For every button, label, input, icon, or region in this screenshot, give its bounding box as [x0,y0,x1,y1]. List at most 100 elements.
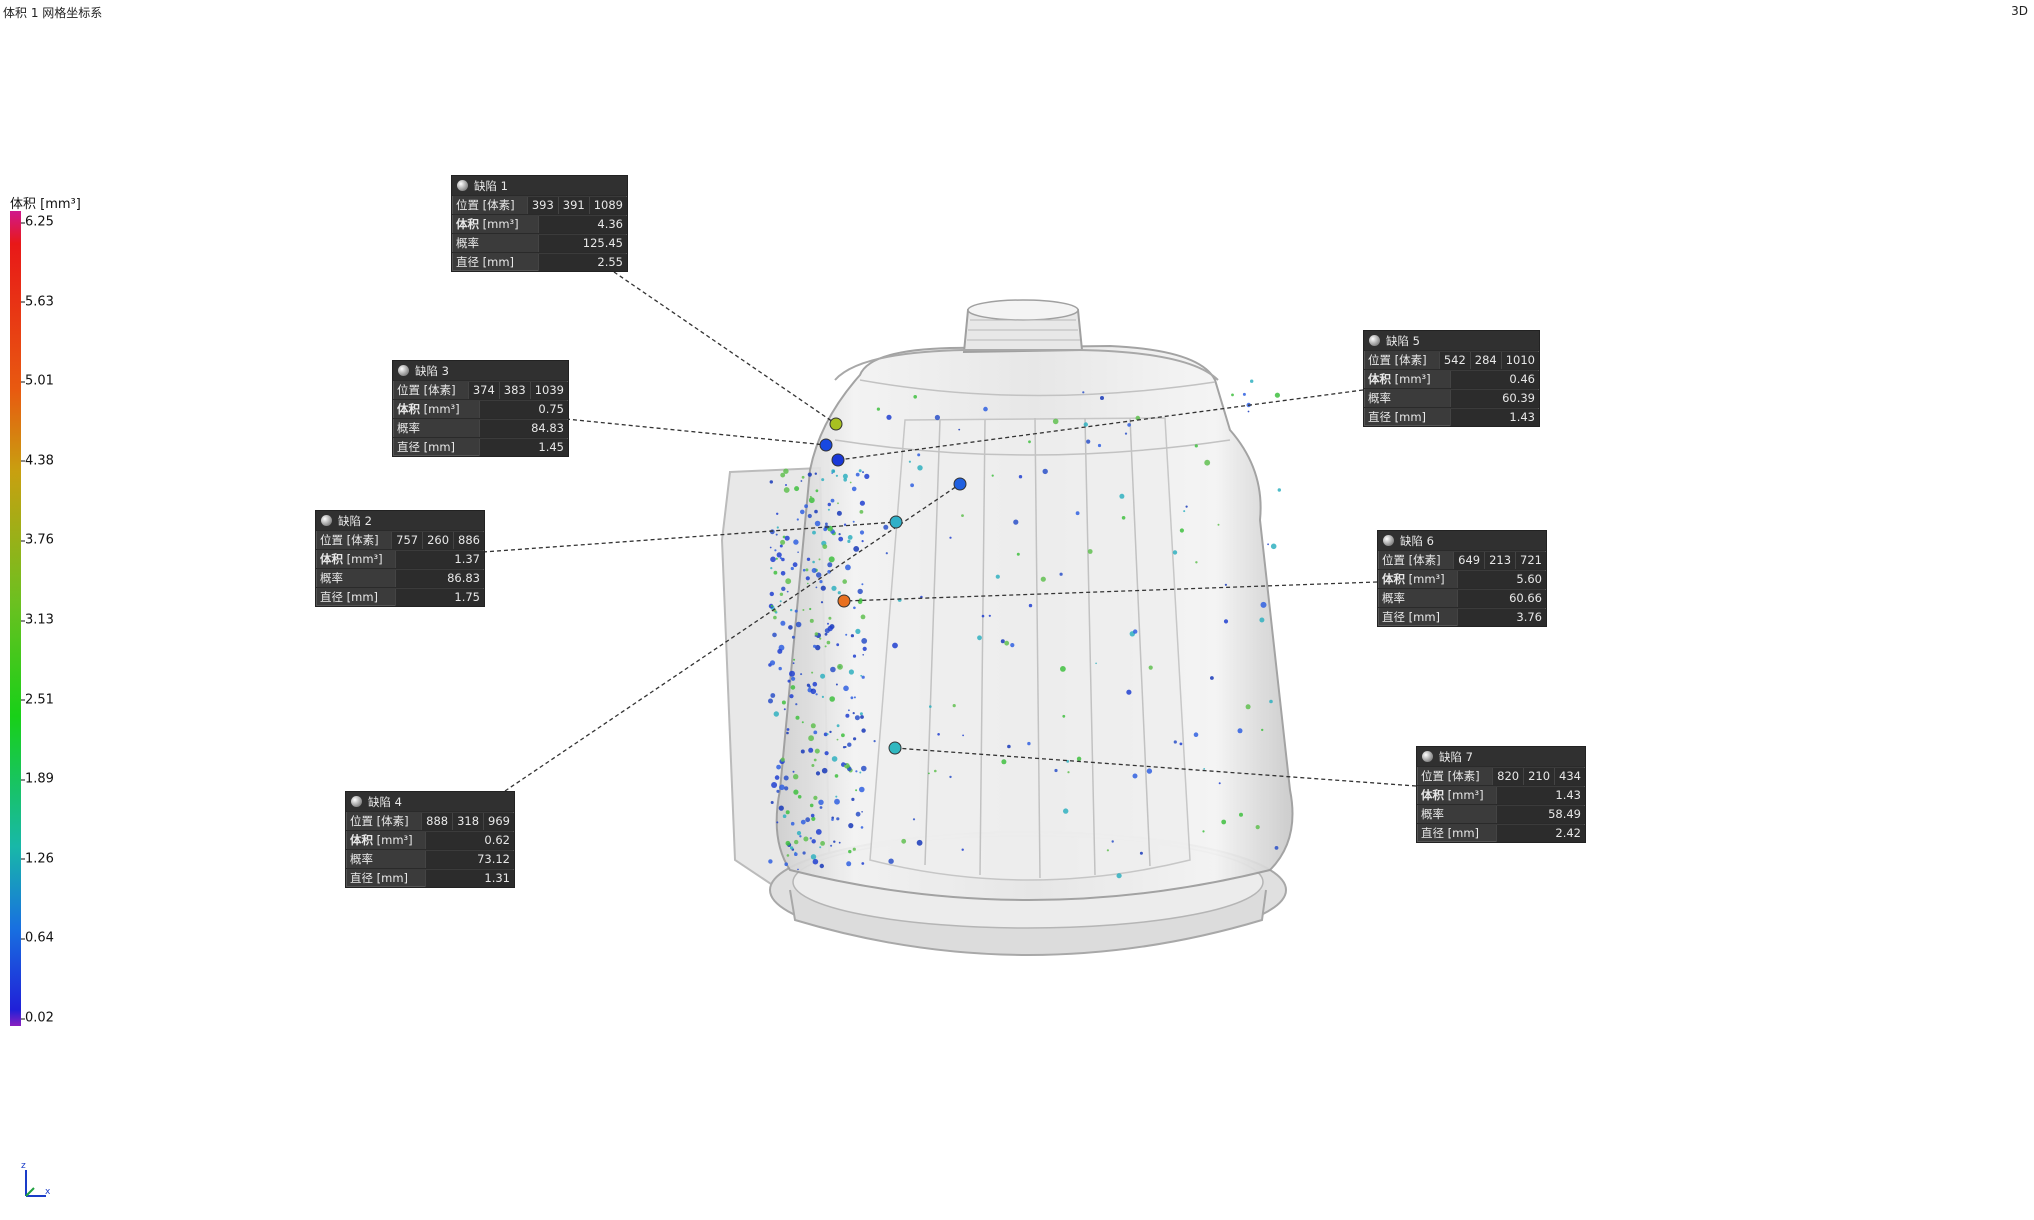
pore-speck [831,469,836,474]
defect-header[interactable]: 缺陷 7 [1417,747,1585,766]
defect-header[interactable]: 缺陷 6 [1378,531,1546,550]
position-label: 位置 [1421,769,1444,783]
pos-x: 649 [1453,551,1485,569]
pore-speck [812,681,818,687]
voxel-unit: [体素] [423,383,456,397]
pore-speck [854,715,860,721]
pore-speck [958,428,961,431]
pore-speck [779,784,785,791]
pore-speck [848,669,855,675]
pore-speck [861,728,866,733]
pore-speck [1062,714,1066,718]
defect-header[interactable]: 缺陷 2 [316,511,484,530]
pore-speck [845,564,851,571]
pore-speck [850,696,854,700]
defect-marker[interactable] [819,438,833,452]
defect-marker[interactable] [837,594,851,608]
pore-speck [859,771,862,774]
defect-header[interactable]: 缺陷 4 [346,792,514,811]
pore-speck [1000,639,1005,644]
pore-speck [1086,439,1091,444]
pore-speck [785,840,791,846]
pore-speck [852,520,855,523]
pore-speck [1173,740,1177,744]
diameter-label: 直径 [mm] [397,440,456,454]
pore-speck [806,683,811,687]
pore-speck [983,406,988,412]
pore-speck [802,609,805,611]
pore-speck [815,586,818,589]
pore-speck [837,591,841,595]
diameter-row: 直径 [mm]1.45 [393,437,568,456]
pore-speck [1054,768,1058,773]
pore-speck [937,733,940,736]
defect-header[interactable]: 缺陷 5 [1364,331,1539,350]
pore-speck [822,544,828,549]
leader-line [504,483,961,792]
pore-speck [829,696,835,702]
view-mode-label[interactable]: 3D [2011,4,2028,18]
voxel-unit: [体素] [1408,553,1441,567]
pore-speck [916,839,923,846]
pore-speck [1119,493,1125,499]
pore-speck [1095,662,1097,665]
legend-tick: 6.25 [21,214,54,230]
defect-header[interactable]: 缺陷 1 [452,176,627,195]
pore-speck [790,566,794,571]
volume-unit: [mm³] [1394,372,1431,386]
position-label: 位置 [350,814,373,828]
pore-speck [820,601,824,604]
pore-speck [1066,760,1070,763]
pore-speck [1255,825,1260,830]
pos-z: 721 [1515,551,1546,569]
pore-speck [853,606,856,610]
pore-speck [811,671,814,674]
pore-speck [1245,704,1251,710]
pore-speck [808,747,814,753]
pore-speck [779,544,783,548]
pore-speck [852,654,857,658]
defect-marker[interactable] [953,477,967,491]
defect-marker[interactable] [831,453,845,467]
pore-speck [855,811,861,817]
pore-speck [1183,510,1186,513]
diameter-label: 直径 [mm] [456,255,515,269]
defect-header[interactable]: 缺陷 3 [393,361,568,380]
pore-speck [781,557,785,562]
pore-speck [853,546,860,552]
volume-label: 体积 [456,217,479,231]
pore-speck [1097,443,1102,448]
pore-speck [859,786,865,793]
defect-marker[interactable] [829,417,843,431]
pore-speck [828,616,832,620]
pore-speck [1082,391,1085,394]
sphere-icon [1383,535,1394,546]
pore-speck [861,583,864,586]
defect-marker[interactable] [888,741,902,755]
pos-z: 969 [483,812,514,830]
pore-speck [818,558,821,561]
pore-speck [857,588,863,595]
pore-speck [810,813,815,818]
pore-speck [821,695,825,699]
probability-label: 概率 [350,852,373,866]
pos-x: 888 [421,812,453,830]
defect-marker[interactable] [889,515,903,529]
pore-speck [1148,665,1153,670]
pore-speck [779,557,783,560]
legend-tick: 5.01 [21,373,54,389]
pore-speck [1013,519,1019,525]
pore-speck [790,846,794,850]
volume-value: 0.75 [479,400,568,418]
probability-value: 84.83 [479,419,568,437]
pore-speck [792,770,795,773]
